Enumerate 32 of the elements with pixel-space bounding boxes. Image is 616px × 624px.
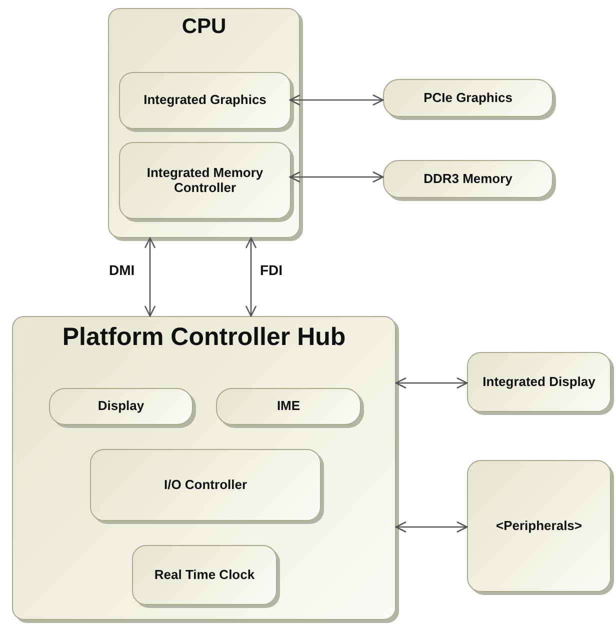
edge-label: DMI [108, 262, 136, 278]
connector-arrow [289, 94, 384, 106]
component-box [49, 388, 193, 425]
connector-arrow [245, 237, 257, 317]
component-box [90, 449, 321, 521]
container-box [12, 316, 396, 620]
box-label: Real Time Clock [154, 568, 255, 582]
connector-arrow [289, 171, 384, 183]
box-label: Integrated Display [482, 374, 596, 390]
component-box [383, 160, 553, 198]
box-label: Display [98, 399, 144, 414]
component-box [132, 545, 277, 605]
box-label: I/O Controller [164, 478, 248, 492]
component-box [119, 142, 291, 219]
connector-arrow [144, 237, 156, 317]
component-box [467, 352, 611, 412]
edge-label: FDI [259, 262, 284, 278]
box-label: DDR3 Memory [424, 172, 512, 186]
component-box [216, 388, 361, 425]
component-box [467, 460, 611, 592]
box-label: PCIe Graphics [424, 90, 512, 106]
connector-arrow [395, 377, 468, 389]
box-title: Platform Controller Hub [62, 323, 346, 352]
box-title: CPU [182, 15, 226, 40]
box-label: <Peripherals> [496, 518, 582, 534]
component-box [119, 72, 291, 129]
component-box [383, 79, 553, 117]
connector-arrow [395, 521, 468, 533]
box-label: IME [276, 399, 300, 414]
box-label: Integrated Memory Controller [146, 166, 264, 196]
box-label: Integrated Graphics [144, 93, 266, 108]
container-box [108, 8, 300, 238]
